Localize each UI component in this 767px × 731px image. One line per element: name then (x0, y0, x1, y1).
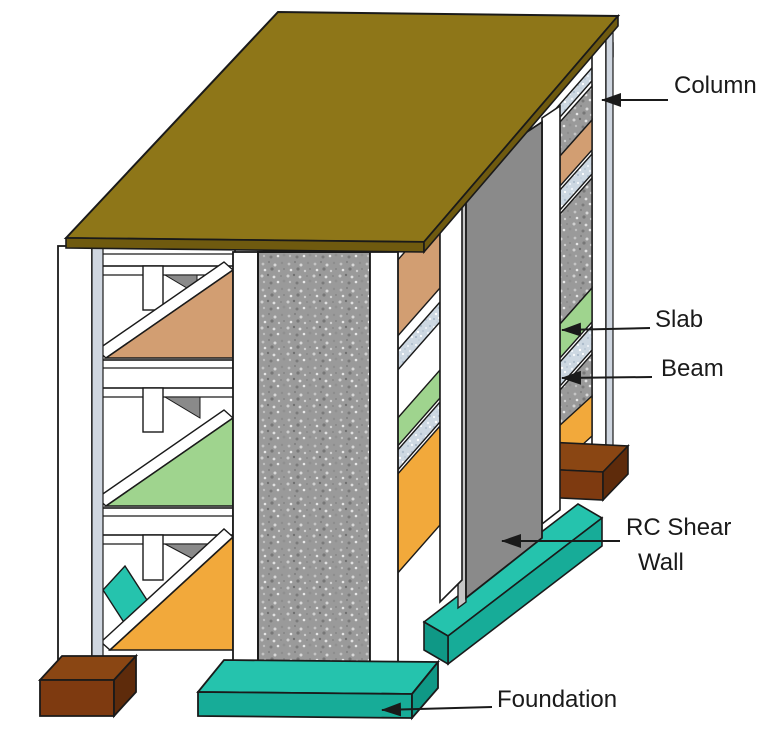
foundation-label: Foundation (497, 686, 617, 713)
front-foundation-top (196, 659, 440, 695)
floor-band-lower (91, 507, 234, 536)
middle-floor-slab (103, 416, 234, 507)
rc-shear-wall-label-line1: RC Shear (626, 514, 731, 541)
corner-column-near (439, 203, 463, 604)
front-bay-middle (95, 387, 235, 507)
foundations (37, 653, 440, 721)
slab-label: Slab (655, 306, 703, 333)
floor-band-upper (91, 359, 234, 389)
front-left-column-side (91, 245, 104, 677)
right-face (395, 19, 630, 666)
inner-column-top-bay (142, 265, 164, 311)
front-mid-left-column (232, 251, 259, 678)
front-rc-shear-wall (257, 251, 371, 678)
top-floor-slab (103, 268, 234, 359)
corner-column-far (591, 19, 607, 471)
front-bay-ground (99, 528, 235, 651)
smooth-shear-wall (465, 120, 543, 600)
slab-arrow (561, 322, 651, 337)
roof (63, 10, 621, 255)
left-footing-side (113, 653, 137, 719)
front-top-beam (91, 247, 236, 267)
annotations: Column Slab Beam RC Shear Wall Foundatio… (381, 72, 757, 717)
front-mid-right-column (369, 251, 399, 669)
inner-column-middle-bay (142, 387, 164, 433)
front-face (57, 245, 399, 683)
front-bay-top (95, 261, 235, 359)
right-foundation-end (423, 620, 449, 666)
foundation-arrow (381, 702, 493, 717)
front-left-column (57, 245, 93, 683)
roof-fascia-right (423, 13, 619, 255)
front-foundation-front (197, 691, 413, 719)
beam-arrow (561, 370, 653, 385)
bay-middle-shadow (163, 396, 201, 419)
column-label: Column (674, 72, 757, 99)
right-footing-side (602, 444, 629, 502)
rc-shear-wall-label-line2: Wall (638, 549, 684, 576)
left-footing-front (39, 679, 115, 717)
inner-column-ground-bay (142, 534, 164, 581)
right-face-column (541, 104, 561, 526)
corner-column-far-side (605, 19, 614, 465)
beam-label: Beam (661, 355, 724, 382)
